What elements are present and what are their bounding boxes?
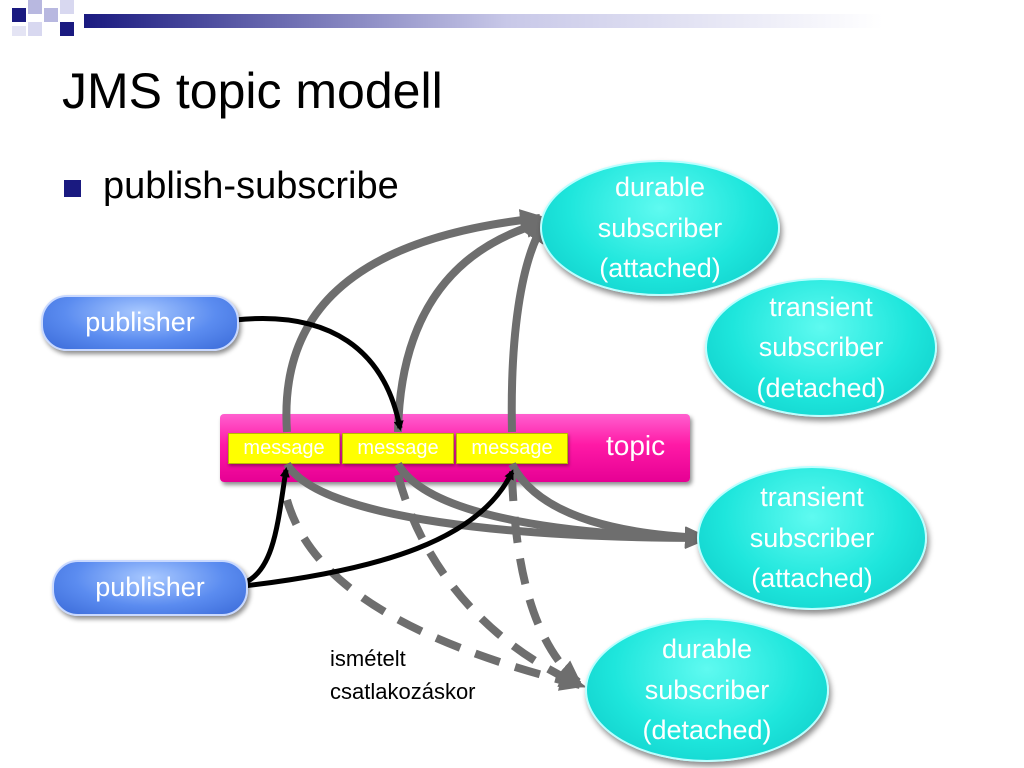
sub-line: durable <box>614 172 706 203</box>
sub-line: subscriber <box>758 332 884 363</box>
sub-line: (detached) <box>756 372 886 403</box>
arrow-publisher2-to-message3 <box>243 469 515 589</box>
message-1: message <box>228 433 340 464</box>
message-3: message <box>456 433 568 464</box>
slide-title: JMS topic modell <box>62 63 443 119</box>
transient-subscriber-detached: transient subscriber (detached) <box>705 278 937 417</box>
note-line: ismételt <box>330 646 406 671</box>
sub-line: durable <box>661 634 753 665</box>
message-2: message <box>342 433 454 464</box>
bullet-text: publish-subscribe <box>103 165 399 207</box>
reconnect-note: ismételt csatlakozáskor <box>330 642 476 708</box>
sub-line: (attached) <box>599 253 721 284</box>
arrow-msg1-to-durable-attached <box>282 209 546 433</box>
note-line: csatlakozáskor <box>330 679 476 704</box>
sub-line: subscriber <box>644 674 770 705</box>
arrow-publisher1-to-message2 <box>234 316 404 431</box>
dashed-arrow-msg2-to-durable-detached <box>394 473 586 689</box>
arrow-publisher2-to-message1 <box>242 467 290 586</box>
arrow-msg2-to-durable-attached <box>394 216 551 433</box>
arrow-msg3-to-transient-attached <box>508 462 711 549</box>
sub-line: transient <box>769 291 873 322</box>
sub-line: transient <box>760 482 864 513</box>
transient-subscriber-attached: transient subscriber (attached) <box>697 466 927 610</box>
durable-subscriber-detached: durable subscriber (detached) <box>585 618 829 762</box>
publisher-2: publisher <box>52 560 248 616</box>
sub-line: subscriber <box>597 212 723 243</box>
sub-line: (attached) <box>751 563 873 594</box>
topic-label: topic <box>606 430 666 461</box>
dashed-arrow-msg1-to-durable-detached <box>283 498 586 691</box>
header-decoration <box>0 0 1024 40</box>
sub-line: (detached) <box>642 715 772 746</box>
sub-line: subscriber <box>749 522 875 553</box>
bullet-icon <box>64 180 81 197</box>
arrow-msg3-to-durable-attached <box>507 216 549 433</box>
publisher-1: publisher <box>41 295 239 351</box>
durable-subscriber-attached: durable subscriber (attached) <box>540 160 780 296</box>
arrow-msg1-to-transient-attached <box>283 461 711 549</box>
